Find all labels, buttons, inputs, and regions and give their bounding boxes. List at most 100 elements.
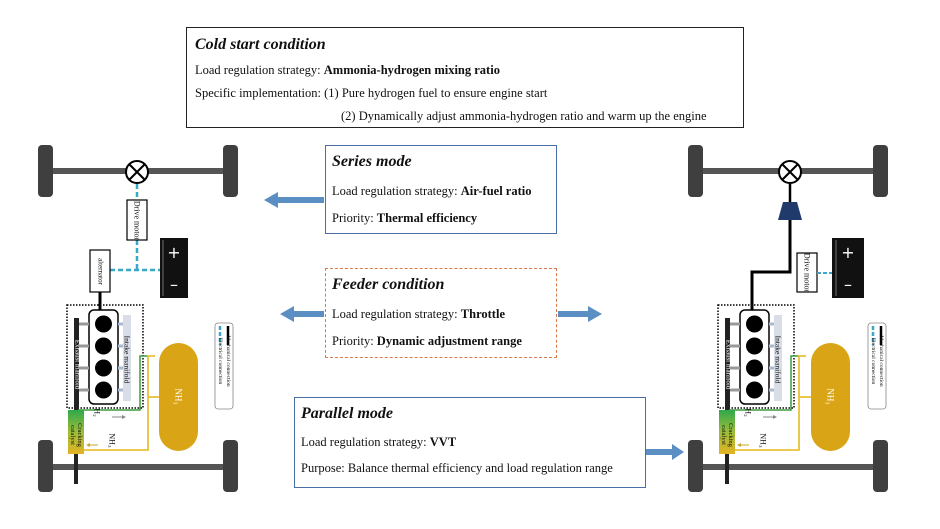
feeder-right-arrow <box>558 306 602 322</box>
strategy-value: Ammonia-hydrogen mixing ratio <box>323 63 500 77</box>
left-front-wheel-l <box>38 145 53 197</box>
right-front-wheel-l <box>688 145 703 197</box>
right-differential-icon <box>778 160 802 184</box>
left-rear-wheel-r <box>223 440 238 492</box>
series-mode-title: Series mode <box>332 153 412 170</box>
left-engine-block <box>88 309 119 405</box>
impl-step-1: (1) Pure hydrogen fuel to ensure engine … <box>324 86 548 100</box>
left-nh3-tank <box>159 343 198 451</box>
left-differential-icon <box>125 160 149 184</box>
right-catalyst-label: Cracking catalyst <box>720 423 734 447</box>
left-exhaust-manifold <box>74 318 79 410</box>
feeder-condition-title: Feeder condition <box>332 276 445 293</box>
series-left-arrow <box>264 192 324 208</box>
right-cracking-catalyst <box>719 410 735 454</box>
right-cylinders <box>746 315 763 399</box>
left-vehicle <box>38 145 238 492</box>
left-tank-label: NH₃ <box>173 388 184 405</box>
left-alternator-label: alternator <box>96 258 105 285</box>
cold-start-strategy: Load regulation strategy: Ammonia-hydrog… <box>195 62 735 78</box>
left-drive-motor <box>126 199 148 241</box>
left-intake-manifold-label: Intake manifold <box>122 335 132 384</box>
left-runners <box>79 322 89 392</box>
right-front-wheel-r <box>873 145 888 197</box>
left-front-wheel-r <box>223 145 238 197</box>
left-exhaust-manifold-label: Exhaust manifold <box>73 339 82 390</box>
strategy-value: Throttle <box>460 307 505 321</box>
right-battery <box>832 238 864 298</box>
left-nh3-line <box>78 355 155 451</box>
strategy-label: Load regulation strategy: <box>195 63 324 77</box>
right-tank-label: NH₃ <box>825 388 836 405</box>
right-intake-manifold <box>774 315 782 401</box>
parallel-mode-strategy: Load regulation strategy: VVT <box>301 434 639 450</box>
right-mechanical-line <box>750 220 792 310</box>
left-cylinders <box>95 315 112 399</box>
series-mode-strategy: Load regulation strategy: Air-fuel ratio <box>332 183 550 199</box>
right-exhaust-manifold <box>725 318 730 410</box>
left-intake-manifold <box>123 315 131 401</box>
feeder-left-arrow <box>280 306 324 322</box>
right-h2-label: H₂ <box>743 408 753 417</box>
left-drive-motor-label: Drive motor <box>132 200 142 241</box>
priority-label: Priority: <box>332 211 377 225</box>
left-legend-electrical: Electrical connection <box>217 321 223 401</box>
right-rear-wheel-l <box>688 440 703 492</box>
feeder-condition-box: Feeder condition Load regulation strateg… <box>325 268 557 358</box>
left-cracking-catalyst <box>68 410 84 454</box>
right-battery-minus: – <box>844 275 852 294</box>
left-battery-minus: – <box>170 275 178 294</box>
purpose-label: Purpose: <box>301 461 348 475</box>
left-electrical-lines <box>110 184 160 272</box>
right-legend-electrical: Electrical connection <box>870 321 876 401</box>
impl-label: Specific implementation: <box>195 86 325 100</box>
cold-start-impl-1: Specific implementation: (1) Pure hydrog… <box>195 85 735 101</box>
left-catalyst-label: Cracking catalyst <box>69 423 83 447</box>
right-engine-block <box>739 309 770 405</box>
right-vehicle <box>688 145 888 492</box>
parallel-mode-title: Parallel mode <box>301 405 393 422</box>
strategy-value: VVT <box>429 435 457 449</box>
strategy-label: Load regulation strategy: <box>332 307 461 321</box>
parallel-mode-purpose: Purpose: Balance thermal efficiency and … <box>301 460 639 476</box>
right-transmission-icon <box>778 202 802 220</box>
cold-start-impl-2: (2) Dynamically adjust ammonia-hydrogen … <box>195 108 735 124</box>
series-mode-priority: Priority: Thermal efficiency <box>332 210 550 226</box>
purpose-value: Balance thermal efficiency and load regu… <box>347 461 613 475</box>
right-nh3-label: NH₃ <box>758 433 768 448</box>
left-battery-plus: + <box>167 243 181 262</box>
parallel-right-arrow <box>646 444 684 460</box>
feeder-condition-priority: Priority: Dynamic adjustment range <box>332 333 550 349</box>
left-h2-line <box>78 355 148 411</box>
strategy-label: Load regulation strategy: <box>332 184 461 198</box>
right-intake-manifold-label: Intake manifold <box>773 335 783 384</box>
left-rear-axle <box>48 464 230 470</box>
right-battery-plus: + <box>841 243 855 262</box>
right-h2-line <box>729 355 799 411</box>
left-legend-mechanical: Mechanical connection <box>225 321 231 401</box>
right-legend-mechanical: Mechanical connection <box>878 321 884 401</box>
strategy-label: Load regulation strategy: <box>301 435 430 449</box>
cold-start-box: Cold start condition Load regulation str… <box>186 27 744 128</box>
legend-mechanical-text: Mechanical connection <box>225 335 231 387</box>
left-rear-wheel-l <box>38 440 53 492</box>
series-mode-box: Series mode Load regulation strategy: Ai… <box>325 145 557 234</box>
priority-value: Dynamic adjustment range <box>376 334 522 348</box>
right-rear-wheel-r <box>873 440 888 492</box>
parallel-mode-box: Parallel mode Load regulation strategy: … <box>294 397 646 488</box>
right-exhaust-manifold-label: Exhaust manifold <box>724 339 733 390</box>
impl-step-2: (2) Dynamically adjust ammonia-hydrogen … <box>341 109 707 123</box>
legend-mechanical-text: Mechanical connection <box>878 335 884 387</box>
strategy-value: Air-fuel ratio <box>460 184 532 198</box>
mode-arrows <box>264 192 684 460</box>
priority-label: Priority: <box>332 334 377 348</box>
legend-electrical-text: Electrical connection <box>217 337 223 385</box>
feeder-condition-strategy: Load regulation strategy: Throttle <box>332 306 550 322</box>
left-nh3-label: NH₃ <box>107 433 117 448</box>
right-nh3-line <box>729 355 806 451</box>
left-h2-label: H₂ <box>92 408 102 417</box>
left-battery <box>160 238 188 298</box>
priority-value: Thermal efficiency <box>376 211 478 225</box>
right-rear-axle <box>698 464 880 470</box>
